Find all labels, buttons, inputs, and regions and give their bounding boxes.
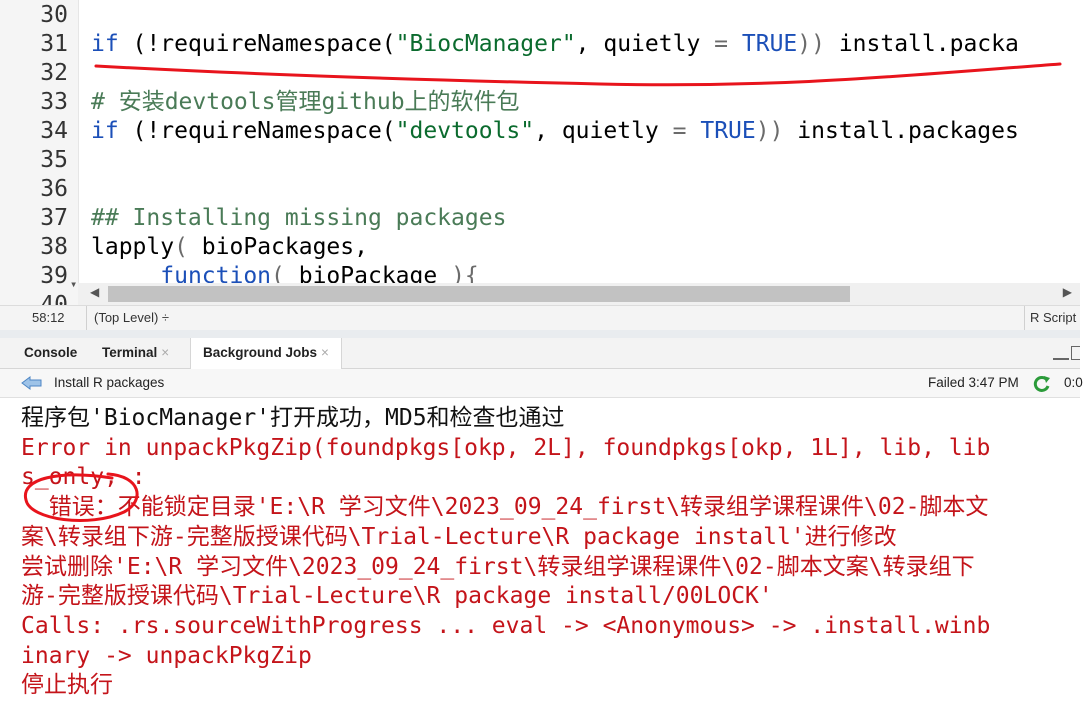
code-text: lapply( bioPackages,: [91, 233, 368, 262]
line-number: 32: [40, 60, 68, 86]
line-number: 30: [40, 2, 68, 28]
code-token: # 安装devtools管理github上的软件包: [91, 89, 520, 115]
code-token: , quietly: [575, 31, 715, 57]
code-token: TRUE: [700, 118, 756, 144]
code-token: install.packa: [824, 31, 1019, 57]
line-number: 33: [40, 89, 68, 115]
code-token: if: [91, 31, 119, 57]
arrow-left-icon[interactable]: [21, 376, 42, 390]
scope-selector[interactable]: (Top Level) ÷: [94, 310, 170, 325]
code-line[interactable]: 34 if (!requireNamespace("devtools", quie…: [0, 117, 1080, 146]
code-line[interactable]: 32: [0, 59, 1080, 88]
scroll-right-icon[interactable]: ▶: [1062, 285, 1072, 299]
code-line[interactable]: 33 # 安装devtools管理github上的软件包: [0, 88, 1080, 117]
line-number: 34: [40, 118, 68, 144]
code-token: TRUE: [741, 31, 798, 57]
tab-terminal[interactable]: Terminal×: [102, 345, 170, 360]
code-token: (: [174, 234, 188, 260]
job-output: 程序包'BiocManager'打开成功，MD5和检查也通过 Error in u…: [0, 398, 1080, 711]
scrollbar-thumb[interactable]: [108, 286, 850, 302]
output-error-line: 案\转录组下游-完整版授课代码\Trial-Lecture\R package …: [21, 523, 897, 550]
pane-splitter[interactable]: [0, 330, 1080, 338]
line-number: 36: [40, 176, 68, 202]
code-token: install.packages: [783, 118, 1019, 144]
refresh-icon[interactable]: [1033, 375, 1051, 393]
code-token: if: [91, 118, 119, 144]
line-number: 35: [40, 147, 68, 173]
maximize-icon[interactable]: [1071, 346, 1080, 360]
code-token: (: [271, 263, 285, 289]
line-number: 38: [40, 234, 68, 260]
code-token: ## Installing missing packages: [91, 205, 507, 231]
code-token: =: [714, 31, 729, 57]
job-header: Install R packages Failed 3:47 PM 0:0: [0, 369, 1083, 398]
code-line[interactable]: 35: [0, 146, 1080, 175]
output-error-line: 游-完整版授课代码\Trial-Lecture\R package instal…: [21, 583, 773, 610]
fold-chevron-icon[interactable]: ▾: [70, 277, 78, 291]
code-text: if (!requireNamespace("devtools", quietl…: [91, 117, 1019, 146]
code-token: (!requireNamespace(: [118, 31, 396, 57]
code-token: =: [672, 118, 687, 144]
code-token: (!requireNamespace(: [118, 118, 396, 144]
code-token: )): [797, 31, 825, 57]
close-icon[interactable]: ×: [161, 345, 170, 360]
editor-status-bar: 58:12 (Top Level) ÷ R Script: [0, 305, 1080, 331]
pane-controls: [1053, 346, 1080, 363]
code-text: if (!requireNamespace("BiocManager", qui…: [91, 30, 1019, 59]
output-error-line: s_only, :: [21, 464, 146, 491]
code-line[interactable]: 37 ## Installing missing packages: [0, 204, 1080, 233]
output-error-line: 错误：不能锁定目录'E:\R 学习文件\2023_09_24_first\转录组…: [21, 494, 989, 521]
scroll-left-icon[interactable]: ◀: [90, 285, 100, 299]
minimize-icon[interactable]: [1053, 350, 1069, 360]
code-token: [686, 118, 700, 144]
tab-background-jobs[interactable]: Background Jobs×: [190, 338, 342, 369]
output-message-line: 程序包'BiocManager'打开成功，MD5和检查也通过: [21, 405, 565, 431]
close-icon[interactable]: ×: [321, 345, 329, 360]
code-token: , quietly: [534, 118, 673, 144]
output-error-line: inary -> unpackPkgZip: [21, 642, 312, 669]
code-token: lapply: [91, 234, 175, 260]
file-type-selector[interactable]: R Script: [1030, 310, 1077, 325]
code-token: )): [755, 118, 784, 144]
output-error-line: 停止执行: [21, 672, 113, 699]
console-tab-bar: Console Terminal× Background Jobs×: [0, 338, 1080, 369]
line-gutter: [0, 0, 79, 305]
output-error-line: 尝试删除'E:\R 学习文件\2023_09_24_first\转录组学课程课件…: [21, 553, 975, 580]
code-line[interactable]: 31 if (!requireNamespace("BiocManager", q…: [0, 30, 1080, 59]
code-token: [728, 31, 742, 57]
code-token: bioPackages,: [187, 234, 368, 260]
code-line[interactable]: 38 lapply( bioPackages,: [0, 233, 1080, 262]
output-error-line: Calls: .rs.sourceWithProgress ... eval -…: [21, 612, 991, 639]
code-token: "devtools": [395, 118, 535, 144]
job-name: Install R packages: [54, 375, 165, 390]
line-number: 39: [40, 263, 68, 289]
line-number: 37: [40, 205, 68, 231]
tab-console[interactable]: Console: [24, 345, 78, 360]
code-text: ## Installing missing packages: [91, 204, 506, 233]
output-error-line: Error in unpackPkgZip(foundpkgs[okp, 2L]…: [21, 434, 991, 461]
job-elapsed: 0:0: [1064, 375, 1083, 390]
cursor-position: 58:12: [32, 310, 65, 325]
code-line[interactable]: 36: [0, 175, 1080, 204]
code-line[interactable]: 30: [0, 1, 1080, 30]
line-number: 31: [40, 31, 68, 57]
job-status: Failed 3:47 PM: [928, 375, 1019, 390]
horizontal-scrollbar[interactable]: ◀ ▶: [78, 283, 1080, 305]
code-token: "BiocManager": [395, 31, 576, 57]
code-text: # 安装devtools管理github上的软件包: [91, 88, 520, 117]
